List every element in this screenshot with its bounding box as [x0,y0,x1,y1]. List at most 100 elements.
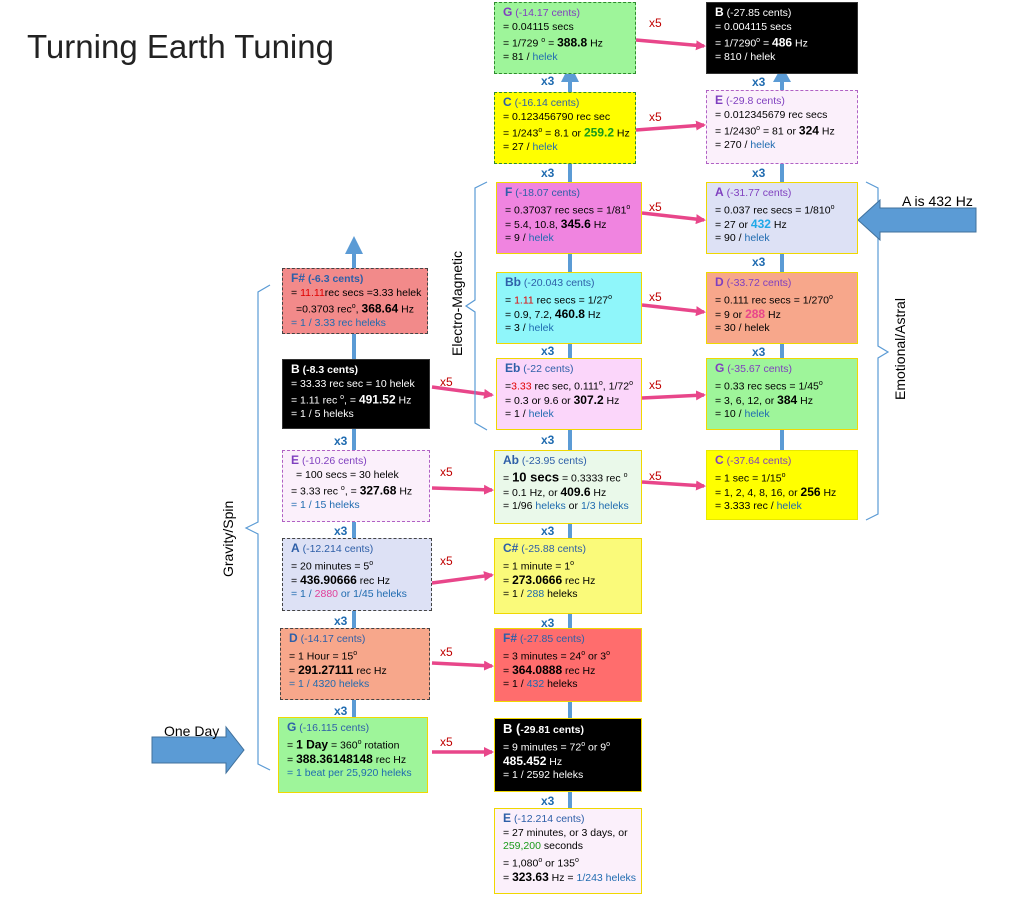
note-name: C [503,95,512,109]
cents-label: (-16.115 cents) [299,722,370,734]
note-box-c2-e: E (-12.214 cents) = 27 minutes, or 3 day… [494,808,642,894]
col3-arrowhead-icon [773,66,791,82]
x3-label: x3 [541,344,555,358]
electro-magnetic-label: Electro-Magnetic [449,250,465,356]
x3-label: x3 [541,524,555,538]
cents-label: (-29.8 cents) [725,95,785,107]
emotional-bracket [865,181,890,521]
cents-label: (-18.07 cents) [515,187,581,199]
note-name: B [715,5,724,19]
note-box-c1-e: E (-10.26 cents) = 100 secs = 30 helek =… [282,450,430,522]
x3-label: x3 [541,166,555,180]
note-box-c2-eb: Eb (-22 cents) =3.33 rec sec, 0.111o, 1/… [496,358,642,430]
cents-label: (-27.85 cents) [726,7,792,19]
cents-label: -29.81 cents) [520,724,584,736]
note-box-c2-c: C (-16.14 cents) = 0.123456790 rec sec =… [494,92,636,164]
note-name: A [291,541,300,555]
x5-label: x5 [649,110,662,124]
col1-arrowhead-icon [345,236,363,254]
note-box-c1-fsharp: F# (-6.3 cents) = 11.11rec secs =3.33 he… [282,268,428,334]
x5-label: x5 [649,469,662,483]
note-box-c3-e: E (-29.8 cents) = 0.012345679 rec secs =… [706,90,858,164]
note-box-c2-g: G (-14.17 cents) = 0.04115 secs = 1/729 … [494,2,636,74]
note-box-c2-f: F (-18.07 cents) = 0.37037 rec secs = 1/… [496,182,642,254]
x3-label: x3 [541,74,555,88]
note-box-c2-b: B (-29.81 cents) = 9 minutes = 72o or 9o… [494,718,642,792]
x3-label: x3 [752,75,766,89]
note-box-c2-ab: Ab (-23.95 cents) = 10 secs = 0.3333 rec… [494,450,642,524]
note-name: B [291,362,300,376]
note-name: C# [503,541,519,555]
x5-label: x5 [440,465,453,479]
note-name: E [715,93,724,107]
cents-label: (-22 cents) [523,363,574,375]
note-name: Ab [503,453,519,467]
note-box-c3-c: C (-37.64 cents) = 1 sec = 1/15o = 1, 2,… [706,450,858,520]
note-box-c3-b: B (-27.85 cents) = 0.004115 secs = 1/729… [706,2,858,74]
note-name: G [503,5,513,19]
note-box-c3-g: G (-35.67 cents) = 0.33 rec secs = 1/45o… [706,358,858,430]
x5-label: x5 [649,16,662,30]
x5-label: x5 [440,375,453,389]
page-title: Turning Earth Tuning [27,28,334,65]
cents-label: (-35.67 cents) [727,363,793,375]
x5-arrows [431,38,706,757]
note-name: A [715,185,724,199]
note-name: G [287,720,297,734]
cents-label: (-25.88 cents) [521,543,587,555]
note-name: C [715,453,724,467]
note-box-c1-d: D (-14.17 cents) = 1 Hour = 15o = 291.27… [280,628,430,700]
x5-label: x5 [649,378,662,392]
cents-label: (-6.3 cents) [307,273,364,285]
cents-label: (-10.26 cents) [301,455,367,467]
gravity-bracket [244,284,271,771]
gravity-spin-label: Gravity/Spin [220,500,236,577]
cents-label: (-23.95 cents) [521,455,587,467]
cents-label: (-8.3 cents) [302,364,359,376]
one-day-arrow-icon [151,725,245,775]
electro-bracket [464,181,488,431]
note-name: F# [291,271,306,285]
x3-label: x3 [334,704,348,718]
note-name: D [715,275,724,289]
note-box-c3-d: D (-33.72 cents) = 0.111 rec secs = 1/27… [706,272,858,344]
note-name: G [715,361,725,375]
x3-label: x3 [541,794,555,808]
x3-label: x3 [752,166,766,180]
note-name: F# [503,631,518,645]
x3-label: x3 [334,434,348,448]
x3-label: x3 [752,255,766,269]
one-day-label: One Day [164,723,220,739]
cents-label: (-33.72 cents) [726,277,792,289]
x5-label: x5 [440,735,453,749]
note-name: Bb [505,275,521,289]
note-box-c3-a: A (-31.77 cents) = 0.037 rec secs = 1/81… [706,182,858,254]
x5-label: x5 [649,290,662,304]
x5-label: x5 [440,554,453,568]
note-box-c1-a: A (-12.214 cents) = 20 minutes = 5o = 43… [282,538,432,611]
note-box-c1-b: B (-8.3 cents) = 33.33 rec sec = 10 hele… [282,359,430,429]
x3-label: x3 [541,433,555,447]
cents-label: (-20.043 cents) [523,277,595,289]
cents-label: (-31.77 cents) [726,187,792,199]
a432-arrow-icon [857,198,977,242]
cents-label: (-14.17 cents) [515,7,581,19]
note-name: Eb [505,361,521,375]
cents-label: (-14.17 cents) [300,633,366,645]
cents-label: (-16.14 cents) [514,97,580,109]
cents-label: (-12.214 cents) [513,813,585,825]
cents-label: (-27.85 cents) [519,633,585,645]
note-name: E [291,453,300,467]
note-name: B [503,721,513,736]
note-name: F [505,185,513,199]
a-is-432-label: A is 432 Hz [902,193,973,209]
x3-label: x3 [334,614,348,628]
cents-label: (-37.64 cents) [726,455,792,467]
note-box-c2-bb: Bb (-20.043 cents) = 1.11 rec secs = 1/2… [496,272,642,344]
x3-label: x3 [541,616,555,630]
x3-label: x3 [334,524,348,538]
note-name: E [503,811,512,825]
note-box-c1-g: G (-16.115 cents) = 1 Day = 360o rotatio… [278,717,428,793]
x5-label: x5 [440,645,453,659]
note-box-c2-csharp: C# (-25.88 cents) = 1 minute = 1o = 273.… [494,538,642,614]
